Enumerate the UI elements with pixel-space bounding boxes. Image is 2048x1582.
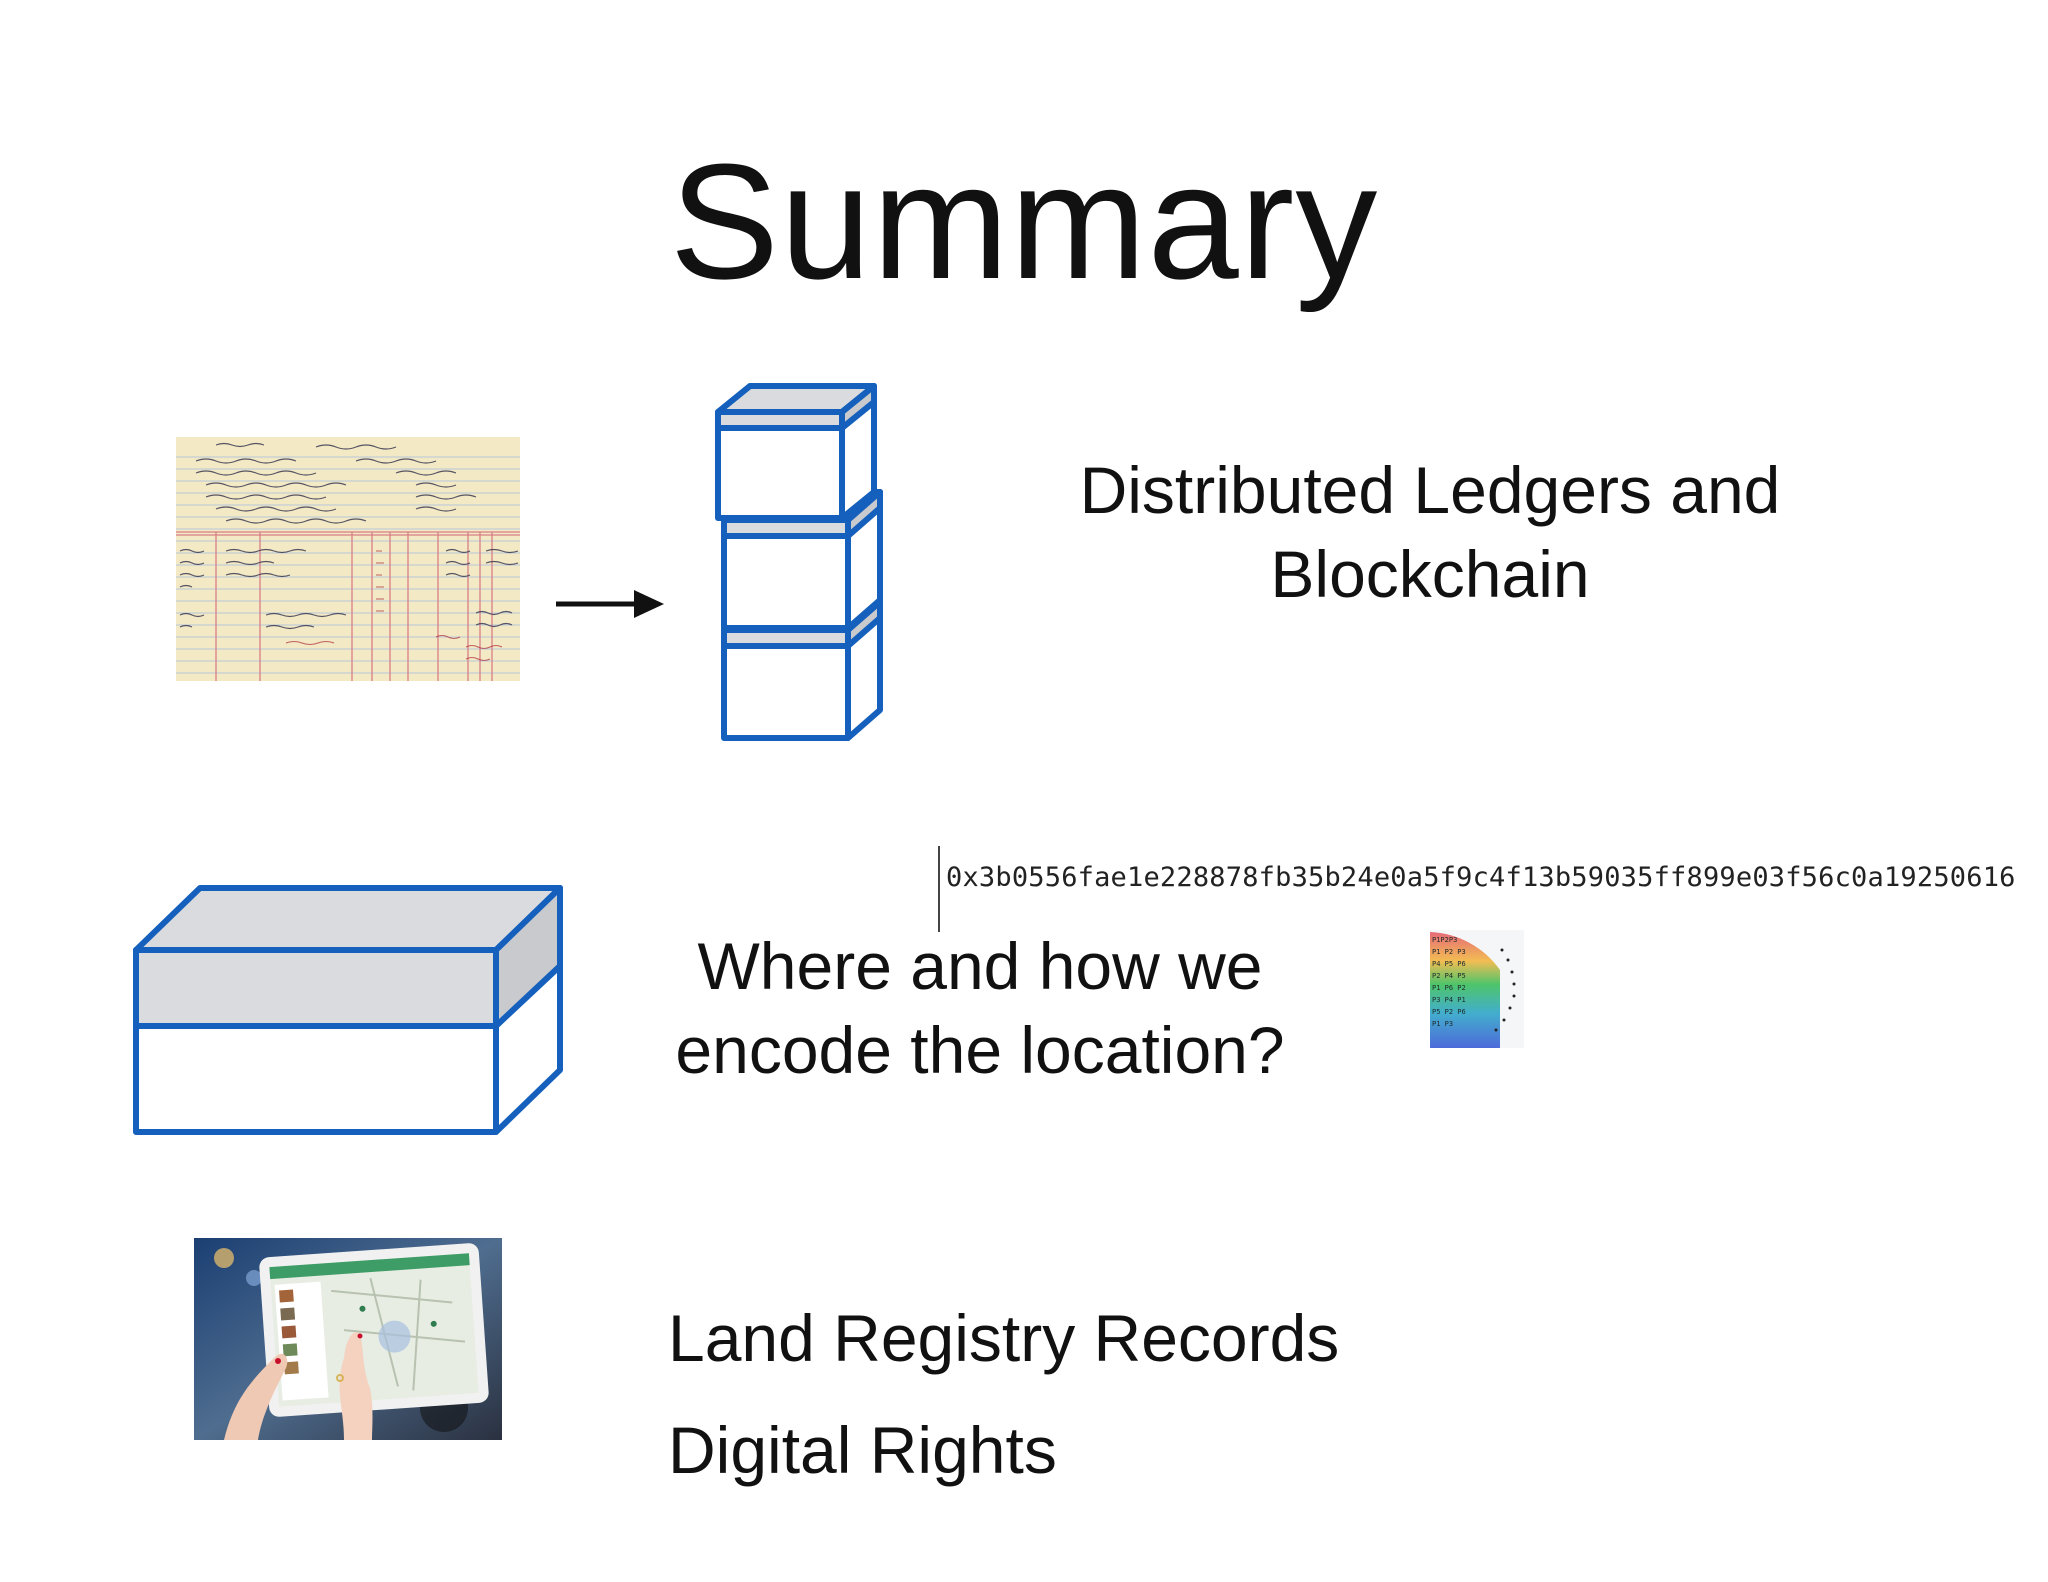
encoded-globe-image: P1P2P3 P1 P2 P3 P4 P5 P6 P2 P4 P5 P1 P6 P2… [1430, 930, 1524, 1048]
stacked-blocks-icon [710, 380, 890, 750]
slide-title: Summary [669, 130, 1379, 313]
tablet-map-photo [194, 1238, 502, 1440]
svg-text:P1 P3: P1 P3 [1432, 1020, 1453, 1028]
svg-text:P2 P4 P5: P2 P4 P5 [1432, 972, 1466, 980]
ledger-heading-line2: Blockchain [1270, 537, 1590, 611]
svg-text:P5 P2 P6: P5 P2 P6 [1432, 1008, 1466, 1016]
ledger-heading: Distributed Ledgers and Blockchain [1010, 448, 1850, 616]
land-registry-label: Land Registry Records [668, 1301, 1340, 1375]
svg-text:P3 P4 P1: P3 P4 P1 [1432, 996, 1466, 1004]
ledger-heading-line1: Distributed Ledgers and [1079, 453, 1781, 527]
single-block-icon [128, 880, 568, 1140]
text-cursor-line [938, 846, 940, 932]
svg-text:P1 P2 P3: P1 P2 P3 [1432, 948, 1466, 956]
digital-rights-label: Digital Rights [668, 1413, 1057, 1487]
location-question-line2: encode the location? [675, 1013, 1285, 1087]
right-arrow-icon [554, 586, 666, 622]
ledger-image [176, 437, 520, 681]
svg-text:P1P2P3: P1P2P3 [1432, 936, 1457, 944]
svg-text:P1 P6 P2: P1 P6 P2 [1432, 984, 1466, 992]
hash-value: 0x3b0556fae1e228878fb35b24e0a5f9c4f13b59… [946, 862, 2016, 893]
location-question-line1: Where and how we [697, 929, 1263, 1003]
location-question: Where and how we encode the location? [620, 924, 1340, 1092]
svg-text:P4 P5 P6: P4 P5 P6 [1432, 960, 1466, 968]
